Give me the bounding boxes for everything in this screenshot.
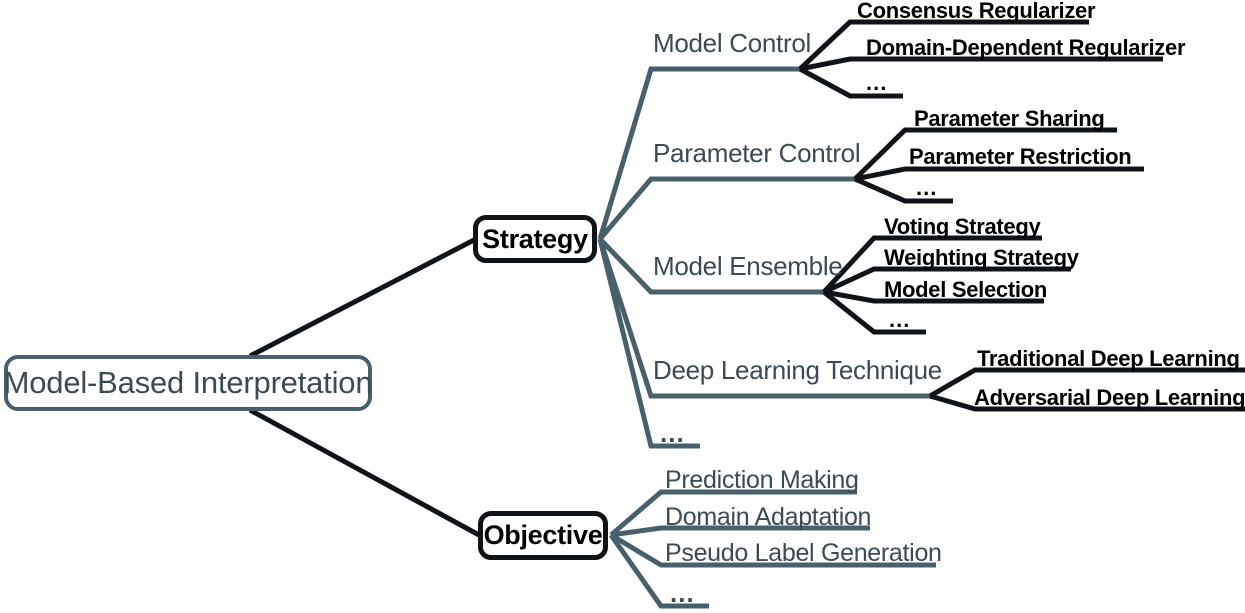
node-domain-adaptation[interactable]: Domain Adaptation — [665, 503, 872, 531]
edge-root-to-strategy — [248, 237, 476, 359]
node-model-ensemble[interactable]: Model Ensemble — [653, 251, 843, 281]
node-consensus-regularizer[interactable]: Consensus Regularizer — [857, 0, 1096, 23]
node-root[interactable]: Model-Based Interpretation — [3, 355, 373, 411]
node-model-control[interactable]: Model Control — [653, 28, 811, 58]
edge-model-ensemble-to-weighting-strategy — [822, 266, 1071, 295]
node-strategy-more[interactable]: ... — [660, 418, 685, 448]
edge-objective-to-more — [608, 533, 709, 609]
edge-model-ensemble-to-model-selection — [823, 289, 1044, 304]
node-model-selection[interactable]: Model Selection — [884, 277, 1047, 302]
node-model-ensemble-more[interactable]: ... — [889, 307, 911, 332]
edge-model-control-to-consensus-regularizer — [798, 19, 1089, 71]
node-pseudo-label-generation[interactable]: Pseudo Label Generation — [665, 539, 942, 567]
edge-model-ensemble-to-more — [822, 290, 926, 335]
node-model-control-more[interactable]: ... — [866, 70, 888, 95]
edge-objective-to-prediction-making — [609, 489, 857, 537]
edge-strategy-to-more — [597, 238, 700, 449]
node-objective[interactable]: Objective — [478, 511, 608, 560]
edge-parameter-control-to-more — [853, 176, 953, 204]
edge-objective-to-domain-adaptation — [610, 525, 870, 538]
edge-deep-learning-to-adversarial — [929, 393, 1245, 412]
edge-parameter-control-to-parameter-sharing — [853, 127, 1117, 181]
node-parameter-restriction[interactable]: Parameter Restriction — [909, 144, 1132, 169]
node-parameter-control[interactable]: Parameter Control — [653, 138, 861, 168]
node-voting-strategy[interactable]: Voting Strategy — [884, 214, 1041, 239]
edge-strategy-to-model-control — [597, 66, 800, 240]
node-objective-more[interactable]: ... — [670, 578, 695, 608]
edge-model-control-to-domain-dependent-regularizer — [799, 56, 1163, 72]
edge-strategy-to-model-ensemble — [598, 237, 824, 295]
edge-strategy-to-deep-learning-technique — [597, 238, 930, 399]
edge-parameter-control-to-parameter-restriction — [854, 166, 1144, 182]
edge-strategy-to-parameter-control — [598, 176, 855, 241]
node-strategy[interactable]: Strategy — [473, 215, 597, 263]
node-deep-learning-technique[interactable]: Deep Learning Technique — [653, 355, 942, 385]
node-objective-label: Objective — [483, 520, 603, 550]
node-parameter-sharing[interactable]: Parameter Sharing — [914, 106, 1105, 131]
edge-model-control-to-more — [798, 66, 903, 99]
node-parameter-control-more[interactable]: ... — [916, 175, 938, 200]
node-prediction-making[interactable]: Prediction Making — [665, 466, 859, 494]
edge-objective-to-pseudo-label-generation — [609, 532, 936, 568]
edge-model-ensemble-to-voting-strategy — [822, 235, 1042, 294]
node-domain-dependent-regularizer[interactable]: Domain-Dependent Regularizer — [866, 35, 1186, 60]
node-traditional-deep-learning[interactable]: Traditional Deep Learning — [977, 346, 1240, 371]
edge-root-to-objective — [248, 407, 481, 538]
node-adversarial-deep-learning[interactable]: Adversarial Deep Learning — [974, 385, 1245, 410]
edge-deep-learning-to-traditional — [928, 367, 1245, 399]
node-weighting-strategy[interactable]: Weighting Strategy — [884, 245, 1079, 270]
node-strategy-label: Strategy — [482, 223, 588, 254]
node-root-label: Model-Based Interpretation — [3, 365, 373, 400]
